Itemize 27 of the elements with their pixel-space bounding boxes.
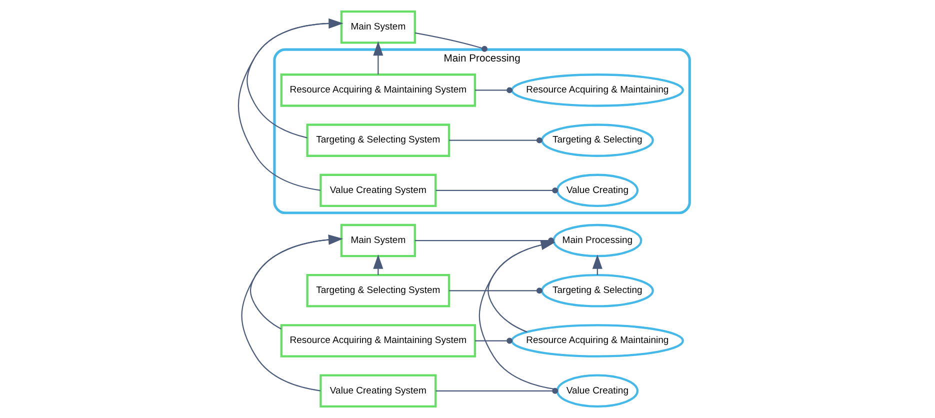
- node-box: Resource Acquiring & Maintaining System: [280, 74, 476, 107]
- node-ellipse: Main Processing: [552, 224, 642, 258]
- arrow: [488, 240, 556, 332]
- node-ellipse: Resource Acquiring & Maintaining: [510, 74, 684, 107]
- node-box: Main System: [340, 10, 416, 44]
- connector: [475, 338, 513, 344]
- node-box: Value Creating System: [320, 374, 437, 408]
- node-ellipse: Resource Acquiring & Maintaining: [510, 324, 684, 358]
- node-ellipse: Targeting & Selecting: [540, 124, 654, 157]
- node-box: Targeting & Selecting System: [306, 274, 450, 308]
- node-ellipse: Value Creating: [556, 374, 639, 408]
- arrow: [246, 18, 344, 138]
- connector: [414, 32, 488, 52]
- node-box: Resource Acquiring & Maintaining System: [280, 324, 476, 358]
- node-ellipse: Targeting & Selecting: [540, 274, 654, 308]
- arrow: [373, 41, 384, 74]
- connector: [436, 187, 558, 194]
- arrow: [478, 240, 558, 390]
- connector: [449, 288, 542, 294]
- connector: [449, 137, 542, 144]
- node-ellipse: Value Creating: [556, 174, 639, 208]
- node-box: Targeting & Selecting System: [306, 124, 450, 157]
- node-box: Main System: [340, 224, 416, 258]
- connector: [475, 87, 513, 94]
- arrow: [241, 234, 343, 392]
- node-box: Value Creating System: [320, 174, 437, 208]
- arrow: [238, 18, 344, 191]
